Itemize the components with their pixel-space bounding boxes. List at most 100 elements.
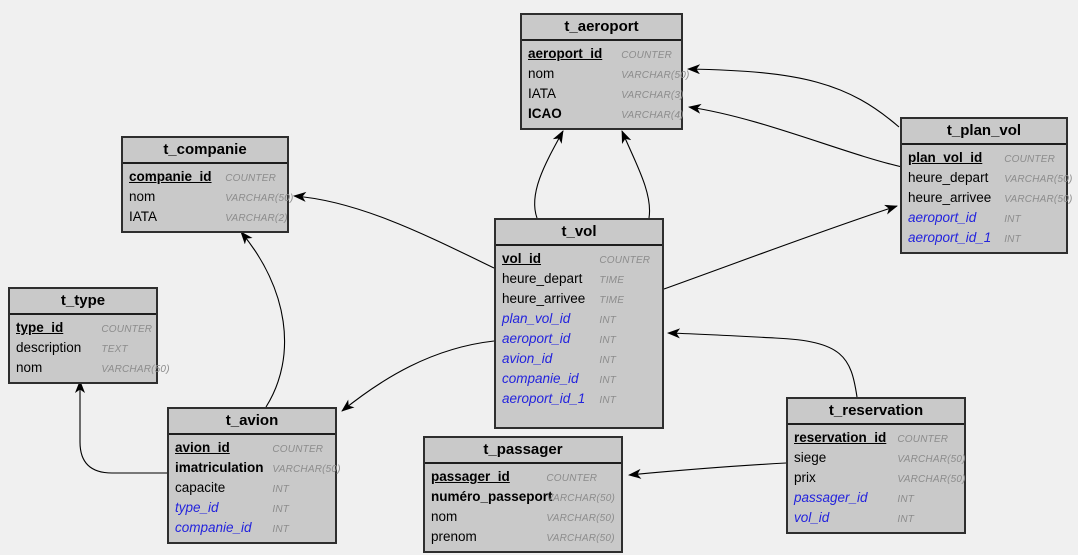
field-name: imatriculation (175, 460, 264, 475)
field-name: aeroport_id_1 (908, 230, 992, 245)
entity-title[interactable]: t_aeroport (522, 15, 681, 41)
field-name: aeroport_id_1 (502, 391, 586, 406)
field-type: INT (599, 395, 617, 406)
field-type: INT (599, 315, 617, 326)
field-name: prenom (431, 529, 477, 544)
field-name: capacite (175, 480, 226, 495)
field-type: VARCHAR(4) (621, 110, 684, 121)
field-name: IATA (528, 86, 557, 101)
entity-title[interactable]: t_passager (425, 438, 621, 464)
field-name: vol_id (502, 251, 542, 266)
field-name: nom (431, 509, 458, 524)
field-type: INT (599, 355, 617, 366)
field-type: VARCHAR(2) (225, 213, 288, 224)
field-type: VARCHAR(50) (621, 70, 690, 81)
field-row: aeroport_id_1 INT (902, 228, 1066, 248)
entity-title[interactable]: t_vol (496, 220, 662, 246)
entity-title[interactable]: t_plan_vol (902, 119, 1066, 145)
field-row: avion_id INT (496, 349, 662, 369)
field-type: VARCHAR(50) (1004, 194, 1073, 205)
field-name: avion_id (502, 351, 553, 366)
field-row: IATA VARCHAR(2) (123, 207, 288, 227)
relationship-t_plan_vol-aeroport_id_1-to-t_aeroport[interactable] (688, 103, 903, 168)
field-name: heure_depart (908, 170, 989, 185)
entity-field-list: vol_id COUNTER heure_depart TIME heure_arriv… (496, 246, 662, 427)
field-row: companie_id INT (169, 518, 335, 538)
relationship-t_vol-companie_id-to-t_companie[interactable] (293, 191, 495, 269)
relationship-t_avion-companie_id-to-t_companie[interactable] (240, 231, 286, 408)
field-row: vol_id COUNTER (496, 249, 662, 269)
field-name: passager_id (794, 490, 868, 505)
field-row: heure_depart TIME (496, 269, 662, 289)
entity-title[interactable]: t_companie (123, 138, 287, 164)
field-type: VARCHAR(3) (621, 90, 684, 101)
relationship-t_vol-avion_id-to-t_avion[interactable] (341, 340, 495, 412)
field-name: heure_depart (502, 271, 583, 286)
field-type: COUNTER (599, 255, 651, 266)
field-type: TIME (599, 275, 625, 286)
field-row: plan_vol_id COUNTER (902, 148, 1066, 168)
field-type: INT (897, 514, 915, 525)
field-row: IATA VARCHAR(3) (522, 84, 684, 104)
relationship-t_avion-type_id-to-t_type[interactable] (75, 380, 167, 474)
field-type: VARCHAR(50) (272, 464, 341, 475)
field-name: companie_id (175, 520, 252, 535)
field-name: plan_vol_id (908, 150, 983, 165)
entity-title[interactable]: t_reservation (788, 399, 964, 425)
field-type: COUNTER (272, 444, 324, 455)
field-row: nom VARCHAR(50) (522, 64, 689, 84)
field-type: COUNTER (1004, 154, 1056, 165)
entity-title[interactable]: t_avion (169, 409, 335, 435)
field-name: nom (528, 66, 555, 81)
field-type: INT (599, 375, 617, 386)
field-name: description (16, 340, 82, 355)
field-name: passager_id (431, 469, 510, 484)
field-name: type_id (16, 320, 64, 335)
relationship-t_reservation-vol_id-to-t_vol[interactable] (667, 328, 858, 398)
field-name: nom (16, 360, 43, 375)
field-row: imatriculation VARCHAR(50) (169, 458, 341, 478)
field-name: aeroport_id (502, 331, 571, 346)
relationship-t_reservation-passager_id-to-t_passager[interactable] (628, 462, 787, 479)
field-name: IATA (129, 209, 158, 224)
field-type: COUNTER (621, 50, 673, 61)
relationship-t_vol-aeroport_id-to-t_aeroport[interactable] (534, 130, 564, 219)
field-type: INT (1004, 234, 1021, 245)
relationship-t_vol-aeroport_id_1-to-t_aeroport[interactable] (621, 130, 651, 219)
entity-t-plan-vol[interactable]: t_plan_vol plan_vol_id COUNTER heure_depar… (900, 117, 1072, 254)
field-type: INT (272, 524, 290, 535)
field-type: COUNTER (225, 173, 277, 184)
field-type: TEXT (101, 344, 128, 355)
field-type: VARCHAR(50) (225, 193, 294, 204)
relationship-t_vol-plan_vol_id-to-t_plan_vol[interactable] (663, 204, 898, 290)
relationship-t_plan_vol-aeroport_id-to-t_aeroport[interactable] (687, 64, 900, 128)
entity-title[interactable]: t_type (10, 289, 156, 315)
field-name: heure_arrivee (502, 291, 586, 306)
